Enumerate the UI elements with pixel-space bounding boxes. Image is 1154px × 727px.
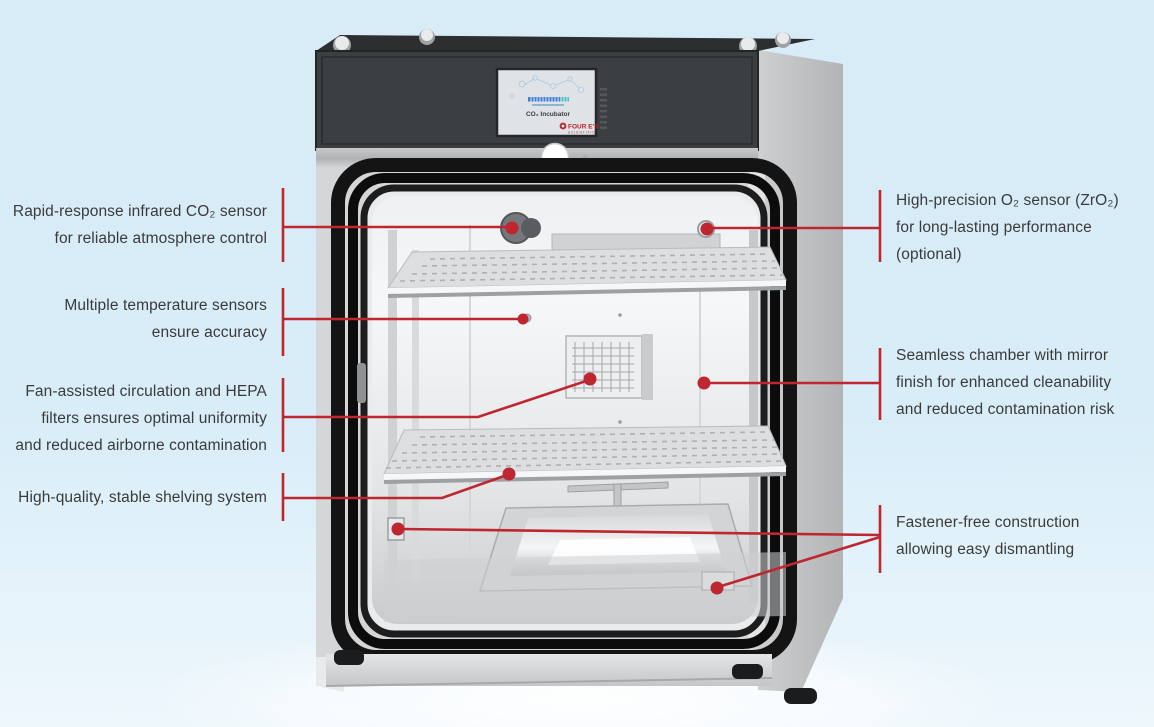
leader-lines: [281, 188, 882, 589]
dot-fan-hepa: [583, 372, 597, 386]
dot-fastener-right: [710, 581, 724, 595]
brand-name: FOUR E'S: [568, 124, 599, 131]
feet: [334, 650, 817, 704]
control-panel-inner-edge: [321, 56, 753, 145]
top-face: [316, 35, 815, 51]
upper-shelf: [387, 233, 787, 298]
annotation-o2-sensor: High-precision O₂ sensor (ZrO₂) for long…: [896, 187, 1152, 268]
annotation-line: filters ensures optimal uniformity: [41, 410, 267, 427]
screen-molecule-art: [509, 75, 585, 99]
touchscreen: CO₂ Incubator FOUR E'S SCIENTIFIC: [495, 67, 607, 138]
leader-shelving: [281, 473, 508, 521]
leader-temp-sensors: [281, 288, 522, 356]
dot-fastener-left: [391, 522, 405, 536]
dot-o2-sensor: [700, 222, 714, 236]
annotation-line: finish for enhanced cleanability: [896, 374, 1112, 391]
annotation-line: Seamless chamber with mirror: [896, 347, 1109, 364]
annotation-line: Rapid-response infrared CO₂ sensor: [12, 203, 267, 220]
annotation-temp-sensors: Multiple temperature sensors ensure accu…: [0, 292, 267, 346]
annotation-fastener: Fastener-free construction allowing easy…: [896, 509, 1152, 563]
chamber-interior: [372, 196, 787, 624]
annotation-line: for long-lasting performance: [896, 219, 1092, 236]
leader-o2-sensor: [708, 190, 882, 262]
leader-co2-sensor: [281, 188, 510, 262]
screen-progress-bar: [528, 96, 569, 103]
screen-product-label: CO₂ Incubator: [526, 111, 571, 118]
annotation-line: and reduced airborne contamination: [15, 437, 267, 454]
fan-hepa-grid: [565, 334, 653, 400]
incubator-body: CO₂ Incubator FOUR E'S SCIENTIFIC: [315, 29, 843, 704]
lower-shelf-perforations: [385, 431, 786, 469]
door-gasket-mid: [348, 173, 780, 649]
dot-temp-sensor: [517, 313, 529, 325]
dot-co2-sensor: [505, 221, 519, 235]
base: [326, 654, 772, 686]
dot-chamber: [697, 376, 711, 390]
dot-shelving: [502, 467, 516, 481]
lower-shelf: [383, 425, 787, 484]
annotation-line: ensure accuracy: [151, 324, 267, 341]
chrome-caps: [333, 29, 791, 55]
leader-chamber: [705, 348, 882, 420]
left-shelf-rail-back: [412, 250, 419, 580]
upper-shelf-perforations: [399, 253, 785, 282]
annotation-line: for reliable atmosphere control: [54, 230, 267, 247]
annotation-line: and reduced contamination risk: [896, 401, 1115, 418]
annotation-co2-sensor: Rapid-response infrared CO₂ sensor for r…: [0, 198, 267, 252]
annotation-line: Multiple temperature sensors: [64, 297, 267, 314]
annotation-line: (optional): [896, 246, 962, 263]
annotation-fan-hepa: Fan-assisted circulation and HEPA filter…: [0, 378, 267, 459]
leader-fastener: [399, 505, 882, 589]
right-shelf-rail: [749, 230, 758, 602]
screen-caption-microtext: [532, 104, 564, 106]
annotation-line: allowing easy dismantling: [896, 541, 1075, 558]
leader-fan-hepa: [281, 378, 590, 452]
annotation-line: Fan-assisted circulation and HEPA: [25, 383, 267, 400]
chamber-floor: [384, 552, 786, 622]
annotation-shelving: High-quality, stable shelving system: [0, 484, 267, 511]
door-latch: [357, 363, 366, 403]
annotation-line: High-quality, stable shelving system: [18, 489, 267, 506]
screen-side-ticks: [600, 88, 607, 129]
annotation-chamber: Seamless chamber with mirror finish for …: [896, 342, 1152, 423]
annotation-line: High-precision O₂ sensor (ZrO₂): [896, 192, 1119, 209]
brand-sub: SCIENTIFIC: [568, 131, 596, 135]
callout-dots: [391, 221, 724, 595]
annotation-line: Fastener-free construction: [896, 514, 1080, 531]
brand-logo: FOUR E'S SCIENTIFIC: [559, 122, 599, 135]
